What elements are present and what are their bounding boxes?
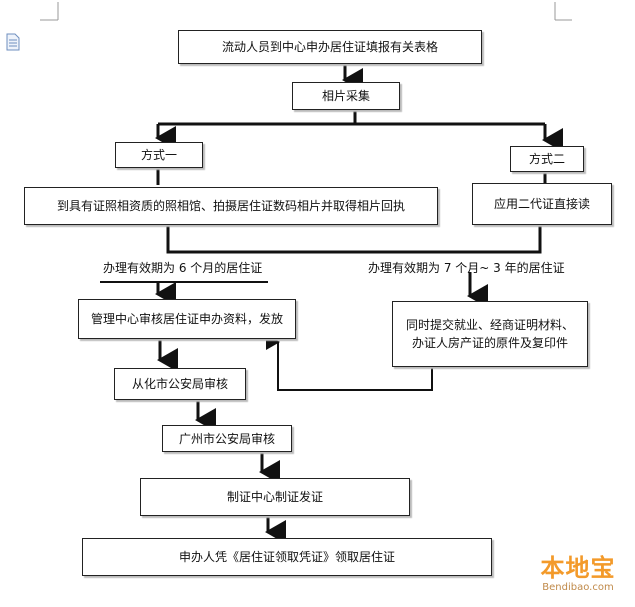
validity-seven-months-label: 办理有效期为 7 个月~ 3 年的居住证 (368, 261, 565, 275)
submit-documents-line-1: 同时提交就业、经商证明材料、 (405, 318, 574, 332)
step-photo-collection: 相片采集 (292, 82, 400, 110)
document-icon (6, 33, 20, 51)
connector-merge-bar (166, 226, 542, 254)
step-guangzhou-police-review: 广州市公安局审核 (162, 425, 292, 452)
watermark-domain: Bendibao.com (542, 582, 614, 593)
step-fill-form: 流动人员到中心申办居住证填报有关表格 (178, 30, 482, 64)
step-conghua-police-review: 从化市公安局审核 (114, 368, 246, 400)
connector-submit-back-to-center (266, 334, 433, 391)
step-make-card: 制证中心制证发证 (140, 478, 410, 516)
validity-six-months-label: 办理有效期为 6 个月的居住证 (103, 261, 263, 275)
method-two-box: 方式二 (510, 146, 584, 172)
submit-documents-line-2: 办证人房产证的原件及复印件 (411, 336, 568, 350)
method-two-description: 应用二代证直接读 (472, 183, 612, 225)
method-one-description: 到具有证照相资质的照相馆、拍摄居住证数码相片并取得相片回执 (24, 187, 438, 225)
step-submit-documents: 同时提交就业、经商证明材料、 办证人房产证的原件及复印件 (392, 301, 588, 367)
step-center-review: 管理中心审核居住证申办资料，发放 (78, 299, 296, 339)
method-one-box: 方式一 (115, 142, 203, 168)
watermark-brand: 本地宝 (540, 554, 616, 582)
step-collect-card: 申办人凭《居住证领取凭证》领取居住证 (82, 538, 492, 576)
bendibao-watermark-logo: 本地宝 Bendibao.com (522, 548, 634, 604)
